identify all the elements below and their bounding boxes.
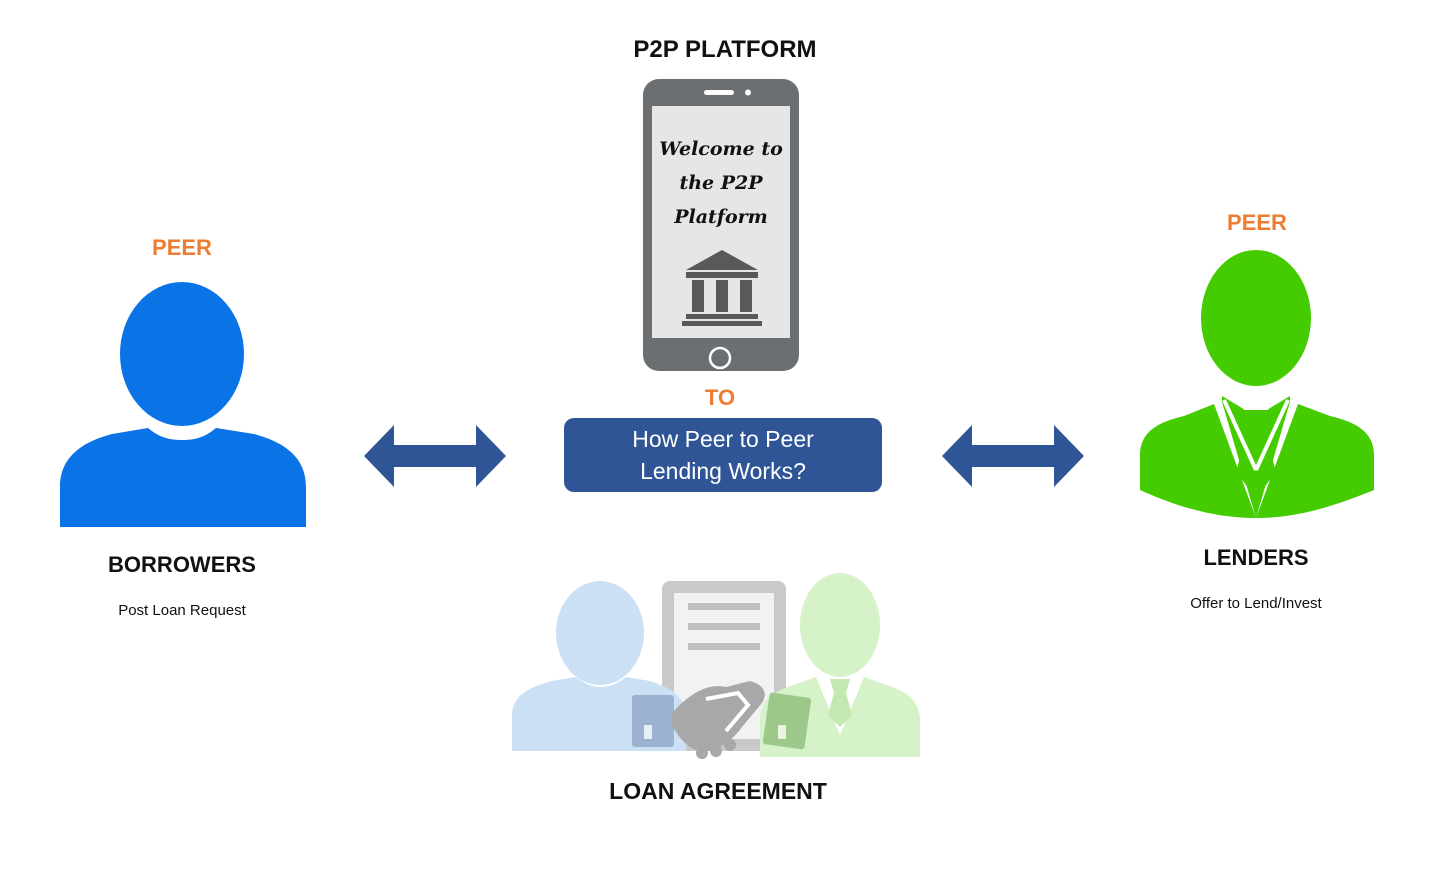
platform-title: P2P PLATFORM: [633, 36, 817, 63]
to-label: TO: [704, 385, 736, 410]
lenders-title: LENDERS: [1203, 545, 1309, 570]
double-arrow-left-icon: [364, 425, 506, 487]
handshake-agreement-icon: [512, 573, 920, 759]
phone-icon: [643, 79, 799, 371]
how-it-works-box: How Peer to Peer Lending Works?: [564, 418, 882, 492]
borrowers-description: Post Loan Request: [118, 602, 246, 619]
double-arrow-right-icon: [942, 425, 1084, 487]
borrower-peer-label: PEER: [152, 235, 212, 260]
welcome-line-3: Platform: [674, 206, 768, 228]
welcome-line-2: the P2P: [679, 172, 763, 194]
borrowers-title: BORROWERS: [108, 552, 256, 577]
loan-agreement-title: LOAN AGREEMENT: [609, 778, 827, 804]
lender-peer-label: PEER: [1227, 210, 1287, 235]
lenders-description: Offer to Lend/Invest: [1190, 595, 1322, 612]
welcome-line-1: Welcome to: [659, 138, 783, 160]
platform-welcome-text: Welcome to the P2P Platform: [652, 132, 790, 234]
person-icon: [60, 282, 306, 527]
businessman-icon: [1140, 250, 1374, 518]
box-line-1: How Peer to Peer: [632, 426, 814, 452]
box-line-2: Lending Works?: [640, 458, 806, 484]
bank-icon: [682, 250, 762, 326]
